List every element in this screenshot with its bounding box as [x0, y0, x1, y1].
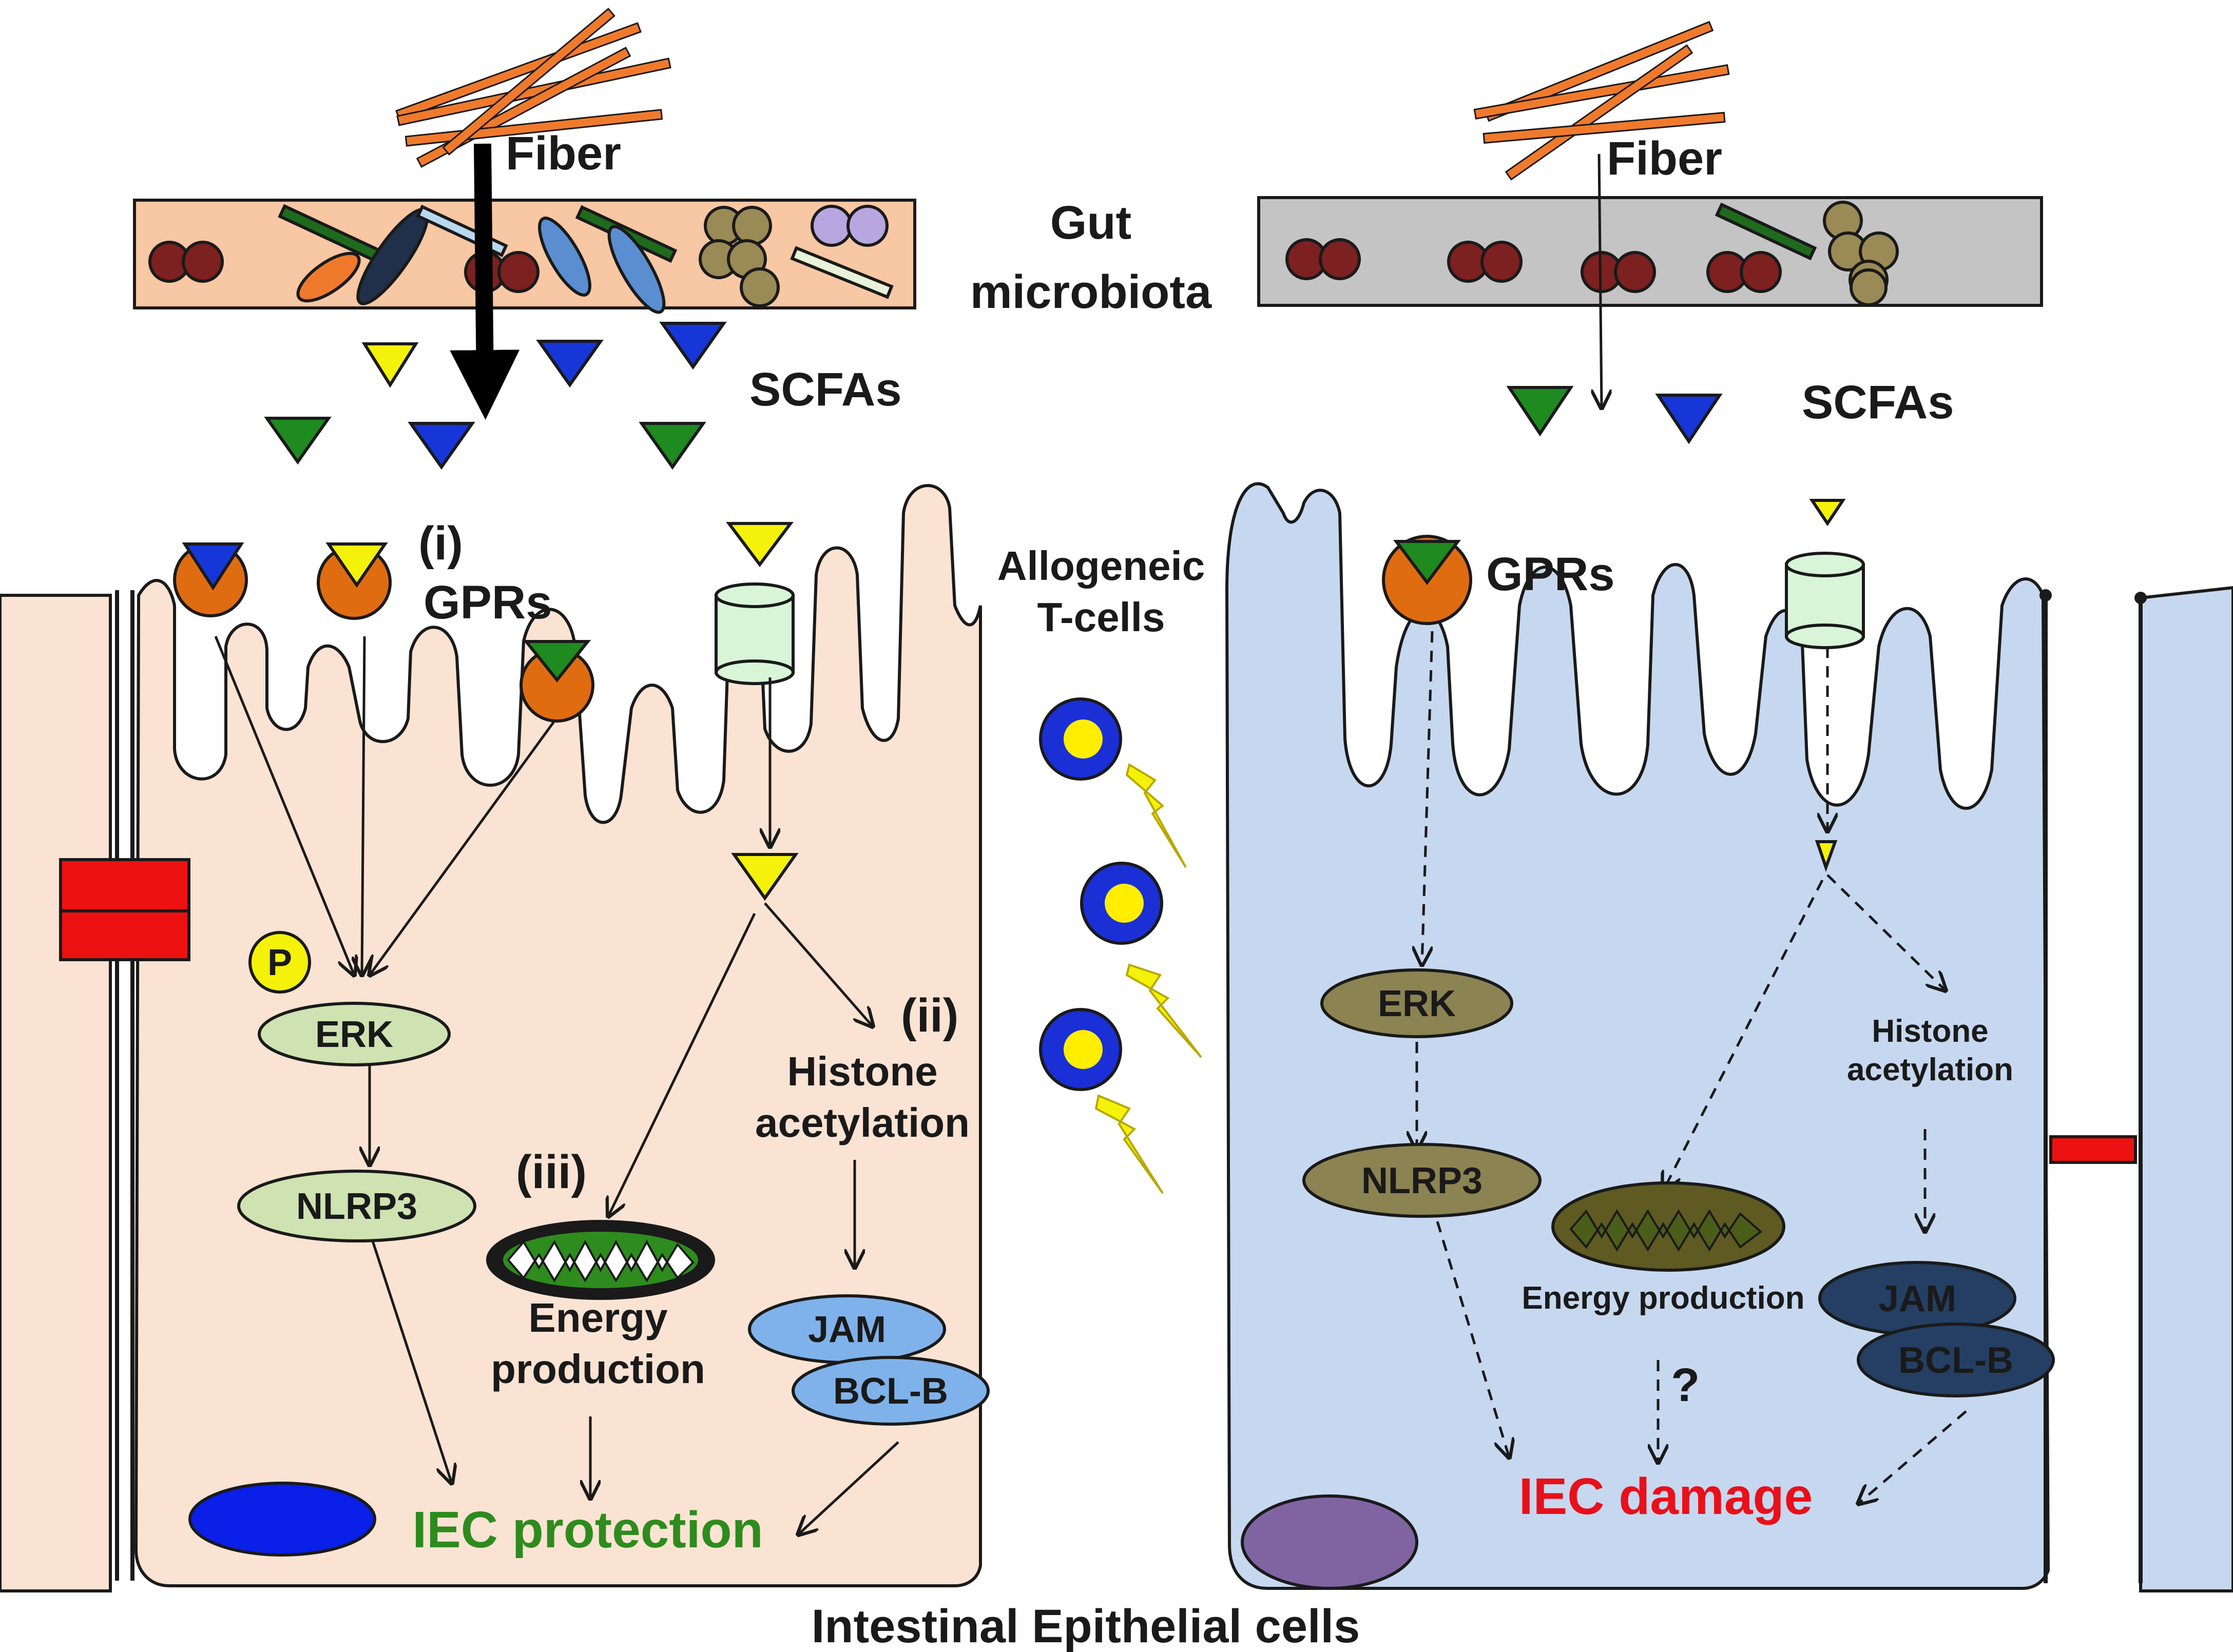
pathway-arrows-left: [214, 636, 899, 1534]
mitochondrion-right: [1551, 1181, 1785, 1272]
tight-junction-block-right: [2049, 1135, 2137, 1164]
pathway-arrows-right: [1417, 631, 1967, 1504]
iec-protection-label: IEC protection: [412, 1501, 763, 1559]
marker-ii: (ii): [901, 989, 958, 1042]
right-neighbor-cell: [2139, 586, 2233, 1592]
gpr-receptor: [1382, 535, 1472, 625]
lightning-bolts: [1094, 763, 1202, 1194]
gpr-receptor: [173, 542, 248, 617]
histone-label-left-line2: acetylation: [755, 1100, 970, 1145]
question-mark: ?: [1671, 1359, 1700, 1411]
jam-label-left: JAM: [808, 1309, 886, 1350]
nucleus-left: [188, 1482, 376, 1557]
histone-label-right-line2: acetylation: [1847, 1052, 2013, 1087]
erk-label-left: ERK: [315, 1014, 393, 1055]
tight-junction-block-top: [59, 858, 190, 912]
energy-label-right: Energy production: [1522, 1280, 1804, 1316]
erk-node-right: [1320, 968, 1513, 1038]
scfa-transporter: [1785, 499, 1865, 649]
gpr-receptor: [519, 640, 594, 723]
energy-label-left-line1: Energy: [528, 1295, 668, 1340]
energy-label-left-line2: production: [491, 1346, 705, 1392]
histone-label-left-line1: Histone: [787, 1048, 937, 1094]
fiber-label-right: Fiber: [1607, 132, 1722, 185]
nlrp3-label-left: NLRP3: [296, 1186, 417, 1227]
gprs-label-left: GPRs: [424, 576, 552, 629]
bottom-title: Intestinal Epithelial cells: [812, 1600, 1360, 1652]
phospho-label: P: [267, 942, 292, 983]
junction-dot: [2039, 589, 2052, 601]
scfa-intracellular: [1815, 840, 1838, 872]
left-neighbor-cell: [0, 594, 112, 1592]
allogeneic-label-line2: T-cells: [1037, 594, 1165, 640]
fiber-arrow-left: [450, 143, 520, 420]
nlrp3-label-right: NLRP3: [1361, 1160, 1483, 1201]
iec-damage-label: IEC damage: [1519, 1468, 1813, 1525]
bclb-node-right: [1857, 1323, 2055, 1397]
allogeneic-label-line1: Allogeneic: [997, 543, 1205, 589]
histone-label-right-line1: Histone: [1872, 1014, 1988, 1049]
nlrp3-node-right: [1302, 1143, 1542, 1218]
tight-junction-block-bottom: [59, 909, 190, 961]
bclb-label-left: BCL-B: [833, 1371, 948, 1412]
jam-label-right: JAM: [1878, 1278, 1956, 1319]
fiber-arrow-right: [1599, 153, 1602, 408]
erk-label-right: ERK: [1378, 983, 1456, 1024]
junction-dot: [2134, 592, 2147, 604]
scfa-triangles-left: [264, 322, 727, 470]
phospho-circle: [248, 931, 311, 994]
bclb-node-left: [792, 1356, 990, 1426]
nlrp3-node-left: [237, 1170, 476, 1242]
microbiota-bar-right: [1257, 196, 2043, 307]
fiber-label-left: Fiber: [506, 127, 621, 180]
scfa-intracellular: [731, 853, 799, 901]
gut-microbiota-label-line2: microbiota: [970, 266, 1212, 318]
scfas-label-right: SCFAs: [1802, 376, 1954, 429]
t-cells: [1039, 697, 1163, 1091]
nucleus-right: [1241, 1494, 1418, 1590]
scfa-triangles-right: [1506, 386, 1723, 444]
bclb-label-right: BCL-B: [1898, 1340, 2013, 1381]
scfas-label-left: SCFAs: [749, 363, 902, 416]
gprs-label-right: GPRs: [1486, 548, 1615, 600]
fiber-bundle-right: [1473, 21, 1730, 181]
scfa-transporter: [715, 522, 795, 685]
bacteria-left: [148, 204, 894, 314]
erk-node-left: [258, 1002, 451, 1066]
marker-i: (i): [418, 517, 463, 570]
gut-microbiota-label-line1: Gut: [1050, 197, 1131, 249]
marker-iii: (iii): [516, 1146, 587, 1198]
fiber-bundle-left: [395, 8, 671, 168]
bacteria-right: [1285, 201, 1899, 306]
gpr-receptor: [317, 542, 392, 620]
mitochondrion-left: [486, 1220, 715, 1300]
